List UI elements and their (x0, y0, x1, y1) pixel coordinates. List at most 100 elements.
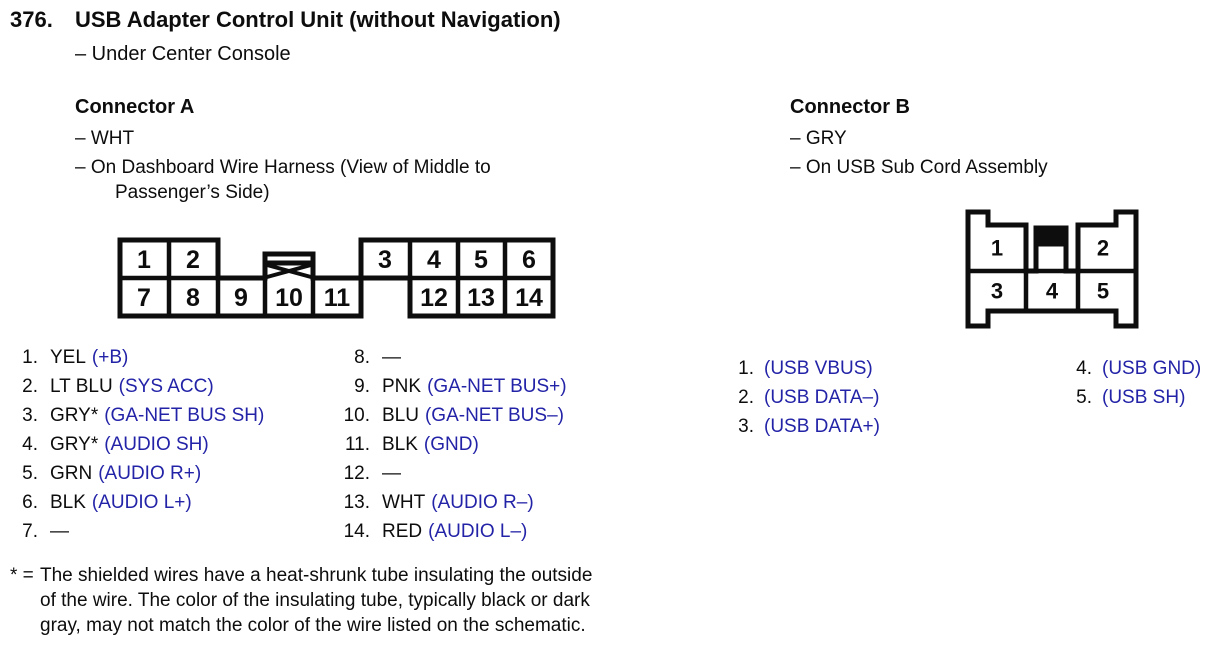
pin-number: 2. (738, 387, 754, 408)
pin-cell-label: 9 (234, 284, 248, 312)
wire-color: BLU (382, 405, 419, 426)
pin-row: 9.PNK(GA-NET BUS+) (334, 372, 567, 401)
pin-cell-label: 5 (1097, 279, 1109, 304)
pin-number: 12. (343, 463, 370, 484)
connector-b-pin-list-right: 4. (USB GND) 5. (USB SH) (1066, 354, 1201, 412)
pin-cell-label: 2 (186, 246, 200, 274)
signal-name: (USB DATA–) (764, 387, 880, 408)
pin-cell-label: 4 (1046, 279, 1059, 304)
pin-row: 5. (USB SH) (1066, 383, 1201, 412)
wire-color: — (50, 521, 69, 542)
connector-a-color-note: – WHT (75, 128, 135, 149)
wire-color: — (382, 463, 401, 484)
pin-row: 2.LT BLU(SYS ACC) (14, 372, 264, 401)
signal-name: (GA-NET BUS SH) (104, 405, 265, 426)
pin-number: 11. (344, 434, 370, 455)
pin-number: 10. (343, 405, 370, 426)
pin-number: 3. (22, 405, 38, 426)
wire-color: BLK (50, 492, 86, 513)
pin-row: 13. WHT(AUDIO R–) (334, 488, 567, 517)
pin-cell-label: 12 (420, 284, 448, 312)
key-tab-icon (1034, 226, 1068, 247)
page-title: USB Adapter Control Unit (without Naviga… (75, 7, 561, 32)
pin-row: 1.YEL(+B) (14, 343, 264, 372)
pin-cell-label: 4 (427, 246, 441, 274)
connector-b-heading: Connector B (790, 96, 910, 118)
pin-number: 2. (22, 376, 38, 397)
pin-cell-label: 10 (275, 284, 303, 312)
signal-name: (AUDIO SH) (104, 434, 209, 455)
pin-cell-label: 2 (1097, 236, 1109, 261)
pin-number: 4. (1076, 358, 1092, 379)
pin-cell-label: 1 (991, 236, 1003, 261)
footnote-text: The shielded wires have a heat-shrunk tu… (40, 565, 593, 586)
connector-a-pin-list-right: 8. — 9.PNK(GA-NET BUS+) 10. BLU (GA-NET BUS… (334, 343, 567, 546)
connector-a-pin-list-left: 1.YEL(+B) 2.LT BLU(SYS ACC) 3.GRY*(GA-NE… (14, 343, 264, 546)
pin-cell-label: 5 (474, 246, 488, 274)
connector-a-heading: Connector A (75, 96, 195, 118)
pin-row: 7. — (14, 517, 264, 546)
pin-cell-label: 14 (515, 284, 543, 312)
pin-cell-label: 3 (378, 246, 392, 274)
connector-b-pin-list-left: 1. (USB VBUS) 2. (USB DATA–) 3. (USB DATA+) (728, 354, 880, 441)
signal-name: (USB VBUS) (764, 358, 873, 379)
connector-b-pin-numbers: 1 2 3 4 5 (991, 236, 1109, 304)
signal-name: (AUDIO L+) (91, 492, 192, 513)
signal-name: (AUDIO R+) (98, 463, 202, 484)
connector-a-outline (117, 237, 556, 319)
wire-color: YEL (50, 347, 86, 368)
pin-number: 9. (354, 376, 370, 397)
pin-row: 12. — (334, 459, 567, 488)
footnote-marker: * = (10, 565, 34, 586)
connector-a-pin-numbers: 1 2 3 4 5 6 7 8 9 10 11 12 13 14 (137, 246, 543, 312)
signal-name: (SYS ACC) (118, 376, 214, 397)
signal-name: (AUDIO L–) (428, 521, 528, 542)
wire-color: BLK (382, 434, 418, 455)
pin-row: 5.GRN(AUDIO R+) (14, 459, 264, 488)
pin-row: 10.BLU(GA-NET BUS–) (334, 401, 567, 430)
pin-cell-label: 11 (324, 284, 351, 312)
section-number: 376. (10, 7, 53, 32)
pin-number: 13. (343, 492, 370, 513)
pin-cell-label: 6 (522, 246, 536, 274)
signal-name: (USB GND) (1102, 358, 1202, 379)
connector-a-cell-grid (118, 240, 555, 316)
wire-color: GRY* (50, 434, 99, 455)
pin-number: 8. (354, 347, 370, 368)
pin-number: 14. (343, 521, 370, 542)
pin-row: 4. (USB GND) (1066, 354, 1201, 383)
pin-row: 14. RED(AUDIO L–) (334, 517, 567, 546)
connector-b-color-note: – GRY (790, 128, 847, 149)
wire-color: GRY* (50, 405, 99, 426)
pin-number: 1. (22, 347, 38, 368)
pin-number: 1. (738, 358, 754, 379)
pin-number: 7. (22, 521, 38, 542)
wire-color: RED (382, 521, 423, 542)
pin-number: 3. (738, 416, 754, 437)
pin-number: 5. (1076, 387, 1092, 408)
wire-color: — (382, 347, 401, 368)
signal-name: (USB SH) (1102, 387, 1186, 408)
pin-row: 1. (USB VBUS) (728, 354, 880, 383)
pin-row: 2. (USB DATA–) (728, 383, 880, 412)
pin-number: 6. (22, 492, 38, 513)
signal-name: (GA-NET BUS+) (427, 376, 567, 397)
connector-b-diagram: 1 2 3 4 5 (965, 209, 1139, 329)
pin-cell-label: 7 (137, 284, 151, 312)
pin-cell-label: 13 (467, 284, 495, 312)
pin-row: 4. GRY*(AUDIO SH) (14, 430, 264, 459)
connector-b-cell-grid (968, 268, 1136, 311)
wire-color: WHT (382, 492, 426, 513)
signal-name: (AUDIO R–) (431, 492, 534, 513)
keyway-blocked-cavity-icon (266, 260, 312, 279)
signal-name: (USB DATA+) (764, 416, 880, 437)
pin-row: 8. — (334, 343, 567, 372)
wire-color: GRN (50, 463, 93, 484)
pin-number: 4. (22, 434, 38, 455)
pin-row: 11.BLK(GND) (334, 430, 567, 459)
location-note: – Under Center Console (75, 43, 291, 65)
connector-a-harness-note: – On Dashboard Wire Harness (View of Mid… (75, 157, 491, 178)
pin-row: 6. BLK(AUDIO L+) (14, 488, 264, 517)
connector-a-harness-note-cont: Passenger’s Side) (115, 182, 270, 203)
